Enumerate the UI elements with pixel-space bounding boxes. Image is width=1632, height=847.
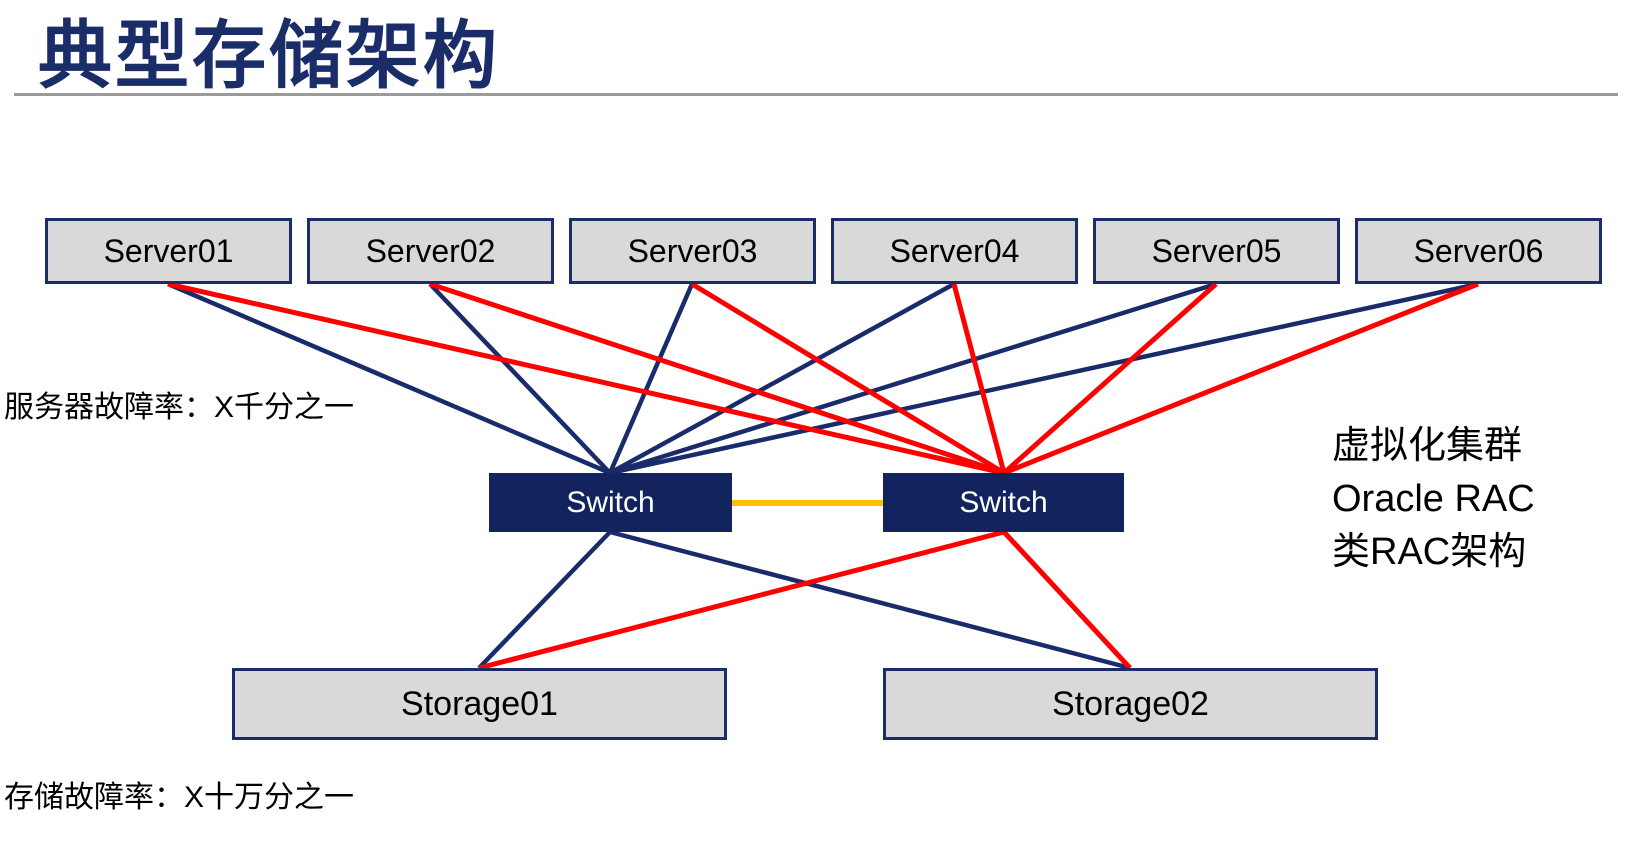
link-server05-switch2-secondary [1002,282,1218,475]
link-server02-switch2-secondary [429,281,1005,476]
link-server04-switch2-secondary [951,283,1007,474]
server06-label: Server06 [1413,232,1544,269]
switch1-label: Switch [566,485,655,519]
storage02-label: Storage02 [1052,684,1209,723]
server05-box: Server05 [1093,218,1340,284]
server05-label: Server05 [1151,232,1282,269]
link-switch1-storage01 [477,530,612,670]
link-switch1-storage02 [609,529,1131,671]
page-title: 典型存储架构 [38,14,500,97]
cluster-note-line1: 虚拟化集群 [1332,425,1523,467]
server04-box: Server04 [831,218,1078,284]
server04-label: Server04 [889,232,1020,269]
switch2-label: Switch [959,485,1048,519]
link-server06-switch1-primary [609,281,1479,476]
server02-label: Server02 [365,232,496,269]
link-server03-switch1-primary [607,283,695,474]
server02-box: Server02 [307,218,554,284]
cluster-note-line3: 类RAC架构 [1332,531,1527,573]
storage01-box: Storage01 [232,668,727,740]
server03-box: Server03 [569,218,816,284]
server06-box: Server06 [1355,218,1602,284]
switch2-box: Switch [883,473,1124,532]
link-server01-switch1-primary [167,281,611,476]
server03-label: Server03 [627,232,758,269]
cluster-note-line2: Oracle RAC [1332,478,1535,520]
title-divider [14,93,1618,96]
storage-failure-rate-label: 存储故障率：X十万分之一 [4,781,355,814]
storage02-box: Storage02 [883,668,1378,740]
server01-box: Server01 [45,218,292,284]
server01-label: Server01 [103,232,234,269]
link-server01-switch2-secondary [167,281,1005,476]
link-server05-switch1-primary [609,281,1217,476]
storage01-label: Storage01 [401,684,558,723]
link-server06-switch2-secondary [1003,281,1479,476]
switch1-box: Switch [489,473,732,532]
link-server03-switch2-secondary [690,281,1006,476]
link-switch2-storage02 [1002,530,1132,670]
cluster-note: 虚拟化集群 Oracle RAC 类RAC架构 [1332,420,1535,579]
link-server02-switch1-primary [428,282,612,475]
link-switch2-storage01 [478,529,1005,671]
link-server04-switch1-primary [608,282,956,475]
server-failure-rate-label: 服务器故障率：X千分之一 [4,391,355,424]
